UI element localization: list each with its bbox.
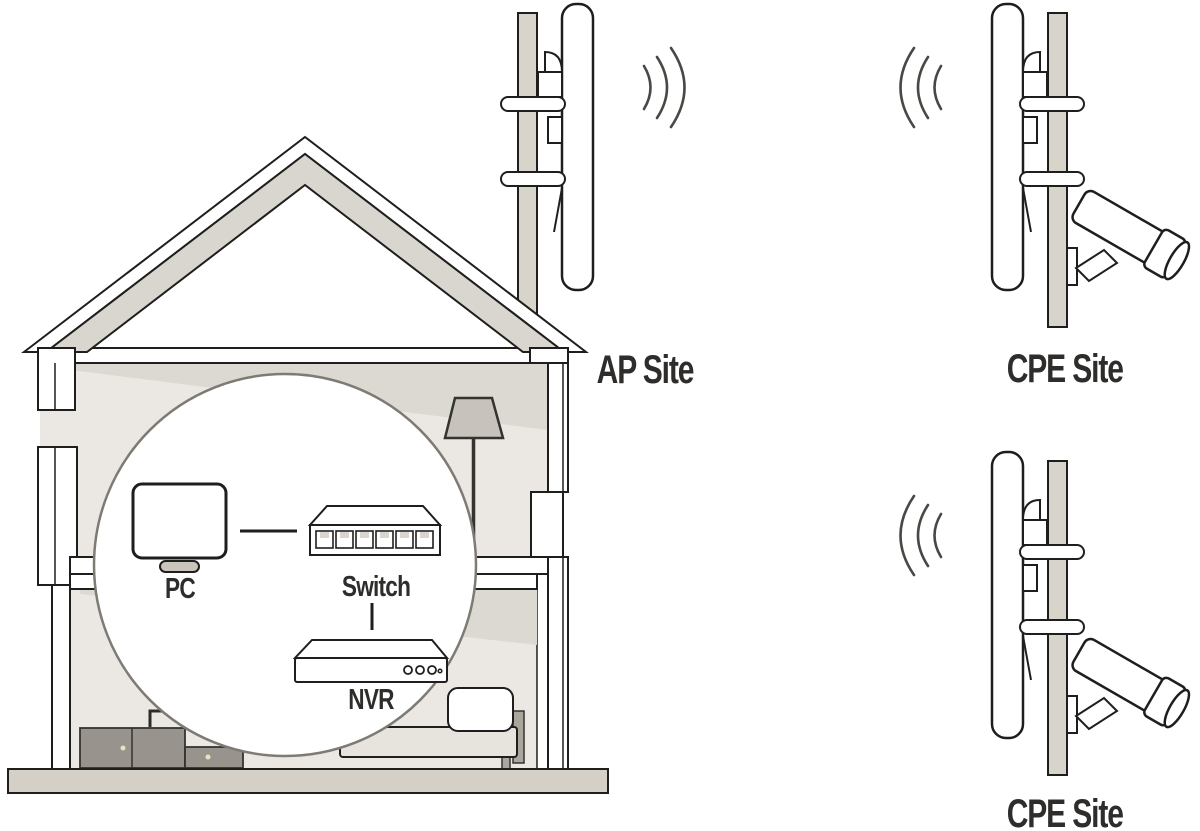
left-wall-mid — [37, 446, 78, 586]
ap-site-label: AP Site — [596, 348, 695, 392]
roof-inner — [43, 152, 567, 353]
ceiling-band — [41, 347, 569, 364]
cabinet-icon — [79, 709, 244, 769]
right-wall-lower — [547, 556, 569, 770]
floor-lamp-icon — [443, 396, 505, 552]
left-wall-upper — [37, 347, 76, 411]
cpe-site-top — [901, 4, 1194, 327]
pc-label: PC — [165, 573, 196, 605]
switch-icon — [307, 505, 443, 556]
cpe-site-bottom-label: CPE Site — [1006, 792, 1124, 831]
pc-icon — [131, 482, 228, 573]
cpe-site-top-label: CPE Site — [1006, 347, 1124, 391]
left-wall-lower — [51, 584, 71, 770]
nvr-label: NVR — [348, 684, 394, 716]
nvr-icon — [292, 639, 450, 683]
ap-site-antenna — [499, 2, 686, 329]
switch-label: Switch — [341, 571, 411, 603]
magnifier-circle — [92, 372, 478, 758]
right-corner-trim — [529, 347, 569, 364]
right-window — [530, 491, 564, 558]
bed-icon — [339, 687, 525, 770]
cpe-site-bottom — [901, 452, 1194, 775]
ground-platform — [7, 768, 609, 794]
right-wall-upper — [547, 362, 569, 493]
